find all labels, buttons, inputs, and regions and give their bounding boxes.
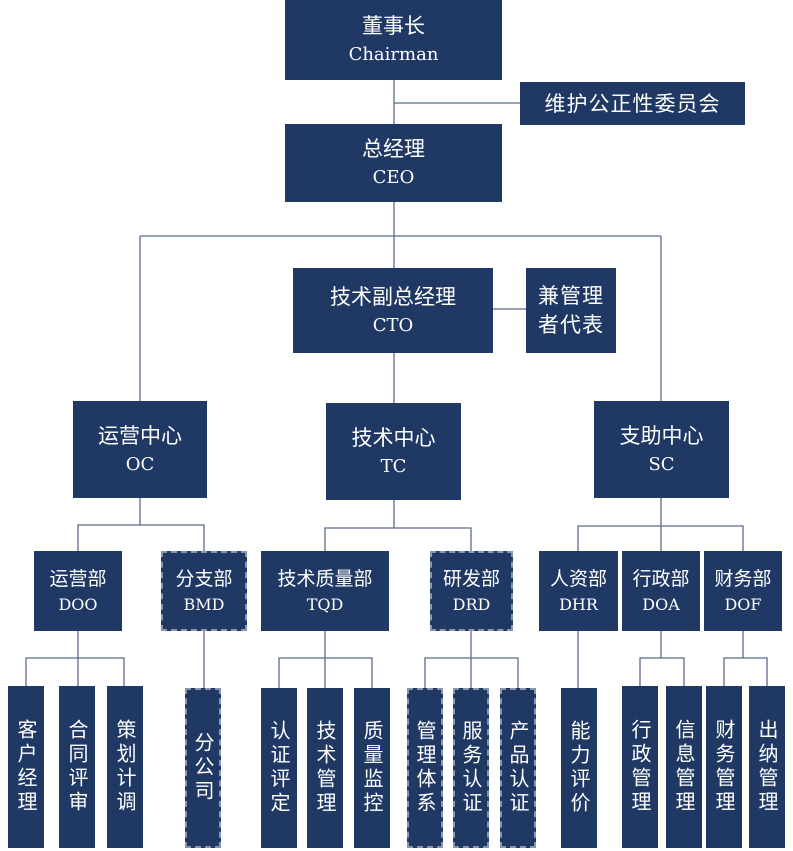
- cto-label-en: CTO: [372, 314, 414, 336]
- doo-label-cn: 运营部: [49, 567, 107, 590]
- leaf-hetong: 合同评审: [59, 686, 95, 848]
- leaf-nengli-label: 能力评价: [567, 720, 591, 816]
- leaf-guanli: 管理体系: [407, 688, 443, 848]
- cto-note-line1: 兼管理: [538, 283, 604, 308]
- doa-label-en: DOA: [642, 594, 680, 614]
- drd-box: 研发部 DRD: [430, 551, 513, 631]
- leaf-xinxi-label: 信息管理: [672, 719, 696, 815]
- bmd-label-cn: 分支部: [175, 567, 233, 590]
- dof-box: 财务部 DOF: [704, 551, 782, 631]
- ceo-label-cn: 总经理: [362, 137, 425, 161]
- doo-label-en: DOO: [58, 594, 98, 614]
- sc-label-en: SC: [648, 453, 675, 475]
- leaf-fengongsi: 分公司: [185, 688, 221, 848]
- leaf-jishu-label: 技术管理: [313, 720, 337, 816]
- oc-label-cn: 运营中心: [98, 423, 182, 448]
- leaf-chuna-label: 出纳管理: [755, 719, 779, 815]
- drd-label-cn: 研发部: [442, 567, 500, 590]
- leaf-xingzheng-label: 行政管理: [628, 719, 652, 815]
- leaf-fengongsi-label: 分公司: [191, 732, 215, 804]
- dhr-label-cn: 人资部: [549, 567, 607, 590]
- leaf-zhiliang: 质量监控: [354, 688, 390, 848]
- leaf-hetong-label: 合同评审: [65, 719, 89, 815]
- bmd-label-en: BMD: [183, 594, 225, 614]
- leaf-kehu: 客户经理: [8, 686, 44, 848]
- chairman-label-en: Chairman: [348, 44, 439, 65]
- oc-box: 运营中心 OC: [73, 401, 207, 498]
- chairman-box: 董事长 Chairman: [285, 0, 502, 80]
- leaf-caiwu: 财务管理: [706, 686, 742, 848]
- dof-label-cn: 财务部: [714, 567, 772, 590]
- tc-box: 技术中心 TC: [326, 403, 461, 500]
- committee-label: 维护公正性委员会: [544, 91, 721, 116]
- leaf-nengli: 能力评价: [561, 688, 597, 848]
- cto-note-box: 兼管理 者代表: [526, 268, 616, 353]
- leaf-xingzheng: 行政管理: [622, 686, 658, 848]
- leaf-xinxi: 信息管理: [666, 686, 702, 848]
- drd-label-en: DRD: [452, 594, 491, 614]
- leaf-zhiliang-label: 质量监控: [360, 720, 384, 816]
- ceo-label-en: CEO: [372, 167, 415, 188]
- leaf-chanpin: 产品认证: [500, 688, 536, 848]
- leaf-fuwu: 服务认证: [453, 688, 489, 848]
- leaf-renzheng-label: 认证评定: [267, 720, 291, 816]
- leaf-renzheng: 认证评定: [261, 688, 297, 848]
- leaf-jishu: 技术管理: [307, 688, 343, 848]
- dof-label-en: DOF: [724, 594, 762, 614]
- doa-box: 行政部 DOA: [622, 551, 700, 631]
- bmd-box: 分支部 BMD: [161, 551, 247, 631]
- cto-box: 技术副总经理 CTO: [293, 268, 493, 353]
- tqd-label-cn: 技术质量部: [277, 567, 373, 590]
- dhr-box: 人资部 DHR: [539, 551, 618, 631]
- doa-label-cn: 行政部: [632, 567, 690, 590]
- leaf-fuwu-label: 服务认证: [459, 720, 483, 816]
- doo-box: 运营部 DOO: [34, 551, 122, 631]
- leaf-cehua: 策划计调: [107, 686, 143, 848]
- cto-label-cn: 技术副总经理: [330, 284, 456, 309]
- chairman-label-cn: 董事长: [362, 14, 425, 38]
- leaf-chuna: 出纳管理: [749, 686, 785, 848]
- leaf-kehu-label: 客户经理: [14, 719, 38, 815]
- sc-box: 支助中心 SC: [594, 401, 729, 498]
- tc-label-cn: 技术中心: [351, 425, 436, 450]
- ceo-box: 总经理 CEO: [285, 124, 502, 202]
- sc-label-cn: 支助中心: [619, 423, 704, 448]
- oc-label-en: OC: [125, 453, 155, 475]
- cto-note-line2: 者代表: [538, 312, 604, 337]
- leaf-caiwu-label: 财务管理: [712, 719, 736, 815]
- leaf-cehua-label: 策划计调: [113, 719, 137, 815]
- tqd-label-en: TQD: [306, 594, 344, 614]
- leaf-chanpin-label: 产品认证: [506, 720, 530, 816]
- tc-label-en: TC: [380, 455, 407, 477]
- committee-box: 维护公正性委员会: [520, 82, 745, 125]
- tqd-box: 技术质量部 TQD: [261, 551, 389, 631]
- leaf-guanli-label: 管理体系: [413, 720, 437, 816]
- dhr-label-en: DHR: [559, 594, 598, 614]
